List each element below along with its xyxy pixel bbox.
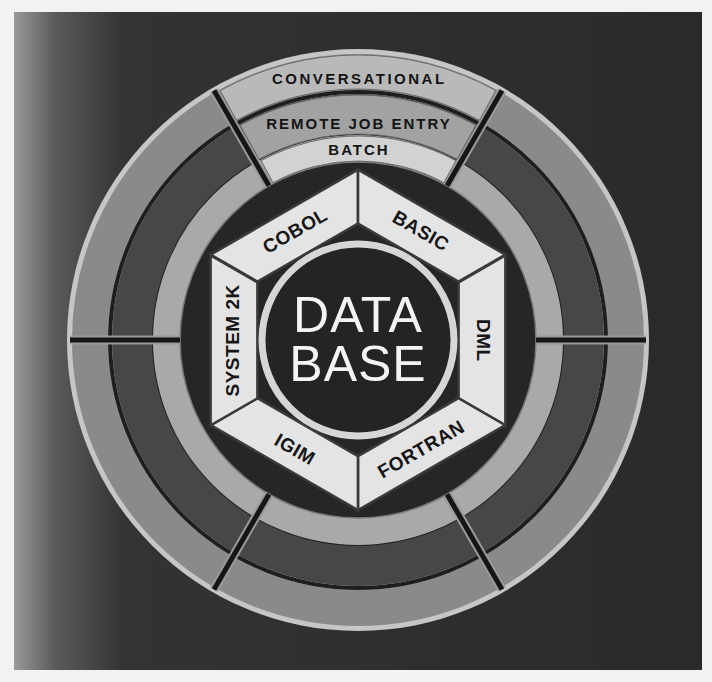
spoke bbox=[447, 494, 502, 589]
ring-divider bbox=[110, 92, 606, 588]
inner-ring bbox=[167, 149, 550, 532]
middle-ring bbox=[133, 115, 584, 566]
outer-rim bbox=[67, 49, 649, 631]
core-circle bbox=[262, 244, 454, 436]
database-core: DATA BASE bbox=[258, 240, 458, 440]
inner-disk bbox=[180, 162, 536, 518]
core-label: DATA BASE bbox=[270, 291, 446, 389]
language-segment: SYSTEM 2K bbox=[211, 255, 258, 425]
segment-label: SYSTEM 2K bbox=[222, 284, 241, 396]
spoke bbox=[214, 494, 269, 589]
spoke bbox=[536, 338, 646, 343]
dark-panel bbox=[14, 12, 702, 670]
band-label: BATCH bbox=[326, 142, 389, 159]
ring-divider bbox=[153, 135, 563, 545]
band-shape bbox=[240, 95, 476, 159]
segment-label: DML bbox=[475, 319, 494, 362]
spoke bbox=[447, 494, 502, 589]
band-label: CONVERSATIONAL bbox=[269, 71, 446, 88]
segment-shape bbox=[458, 255, 505, 425]
segment-shape bbox=[211, 255, 258, 425]
language-segment: DML bbox=[458, 255, 505, 425]
spoke bbox=[214, 494, 269, 589]
spoke bbox=[70, 336, 180, 345]
spoke bbox=[70, 338, 180, 343]
spoke bbox=[536, 336, 646, 345]
band-label: REMOTE JOB ENTRY bbox=[264, 116, 452, 133]
ring-spokes bbox=[70, 91, 646, 590]
